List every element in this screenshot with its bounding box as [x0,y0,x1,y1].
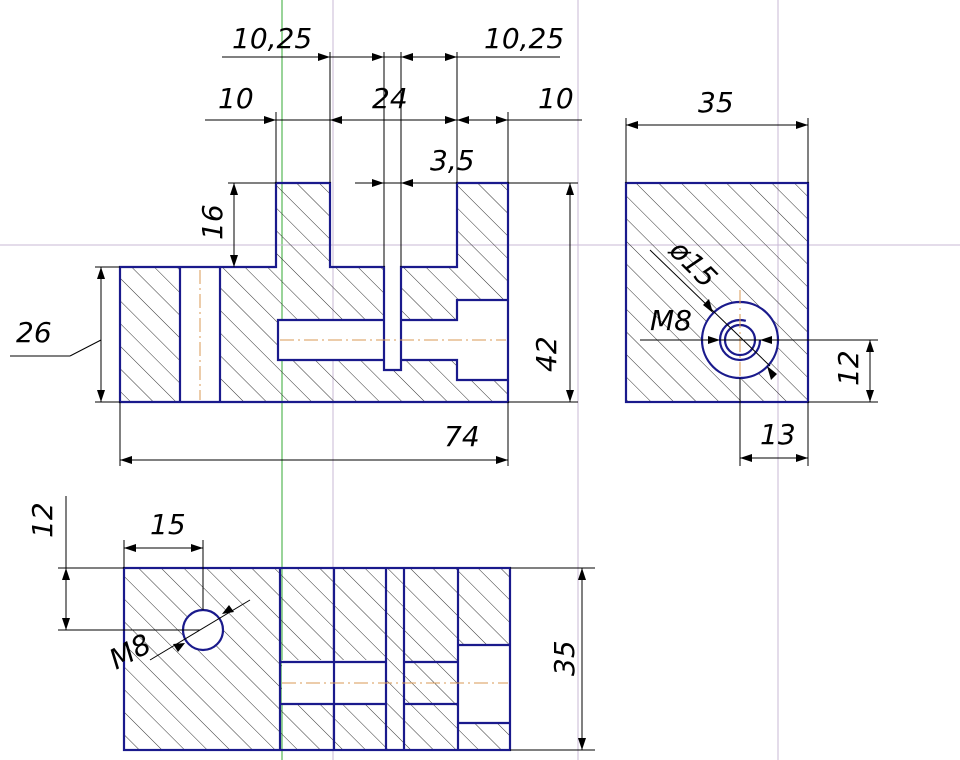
dim-10-25-right: 10,25 [484,22,564,55]
dim-24: 24 [372,82,408,115]
dim-top-35: 35 [548,640,581,676]
dim-top-15: 15 [150,508,186,541]
top-view: 12 15 M8 35 [26,496,595,752]
dim-10-left: 10 [218,82,254,115]
front-dimensions [10,52,582,466]
dim-42: 42 [530,336,563,372]
front-body-section [120,183,508,402]
front-outline [118,181,510,404]
dim-10-right: 10 [538,82,574,115]
front-bore-cutout [180,267,220,402]
top-hole-fill [183,610,223,650]
front-view: 10,25 10,25 10 24 10 3,5 16 26 42 74 [10,22,582,466]
side-view: 35 ø15 M8 12 13 [624,86,878,466]
side-outline [624,181,810,404]
front-thread-outline [276,318,384,362]
dim-3-5: 3,5 [430,144,475,177]
dim-top-12: 12 [26,502,59,538]
top-outline [122,566,512,752]
dim-74: 74 [444,420,480,453]
front-counterbore-outline [401,298,508,382]
dim-side-12: 12 [832,350,865,386]
dim-side-35: 35 [698,86,734,119]
dim-10-25-left: 10,25 [232,22,312,55]
dim-16: 16 [196,204,229,240]
dim-side-thread: M8 [650,304,692,337]
top-dimensions [58,496,595,751]
top-body-section [124,568,510,750]
side-dimensions [625,118,878,466]
top-counterbore-cutout [458,645,510,723]
dim-26: 26 [16,316,52,349]
dim-side-13: 13 [760,418,796,451]
